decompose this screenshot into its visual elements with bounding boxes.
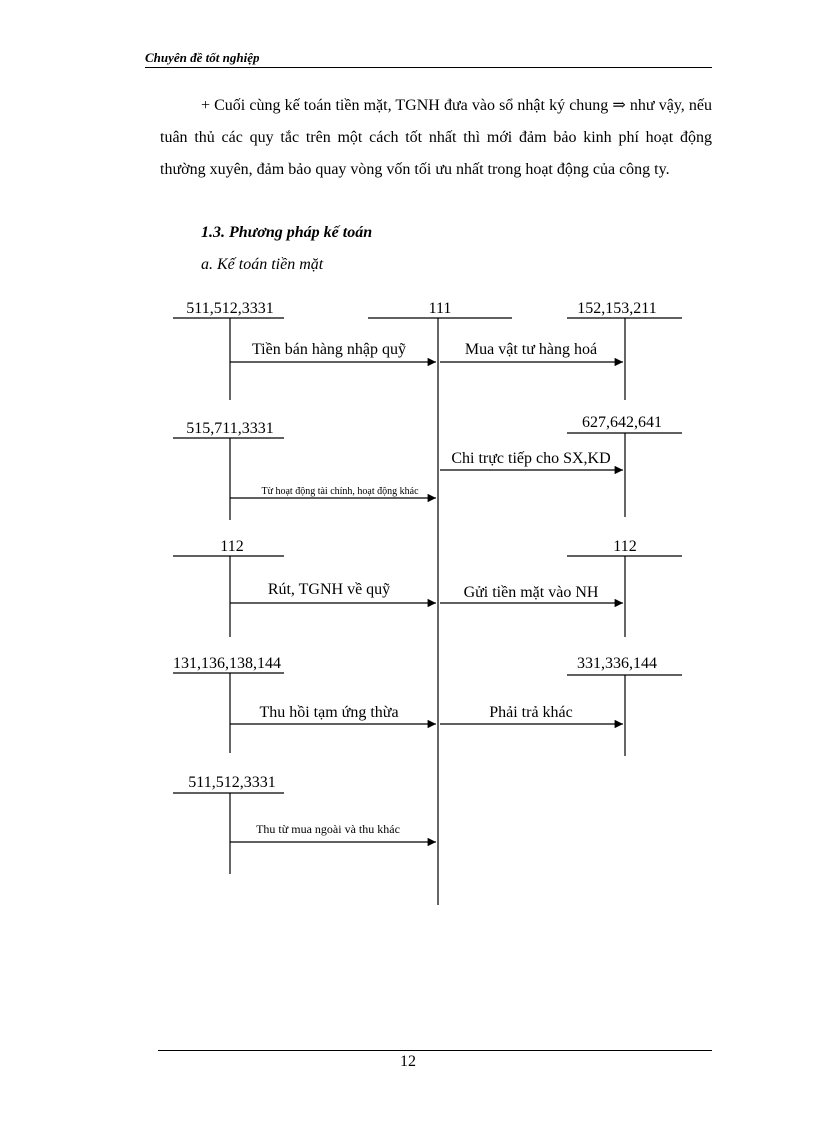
- right-flow-label: Mua vật tư hàng hoá: [465, 341, 597, 358]
- left-flow-label: Rút, TGNH về quỹ: [268, 581, 390, 598]
- right-flow-label: Chi trực tiếp cho SX,KD: [451, 450, 610, 467]
- subsection-heading: a. Kế toán tiền mặt: [201, 256, 324, 273]
- left-flow-label: Thu từ mua ngoài và thu khác: [256, 822, 400, 836]
- left-account-label: 511,512,3331: [188, 774, 275, 791]
- paragraph-text: + Cuối cùng kế toán tiền mặt, TGNH đưa v…: [160, 97, 712, 178]
- left-flow-label: Thu hồi tạm ứng thừa: [259, 704, 398, 721]
- right-flow-label: Gửi tiền mặt vào NH: [464, 584, 599, 601]
- right-account-label: 331,336,144: [577, 655, 657, 672]
- right-flow-label: Phải trả khác: [489, 704, 573, 721]
- footer-rule: [158, 1050, 712, 1051]
- left-account-label: 511,512,3331: [186, 300, 273, 317]
- intro-paragraph: + Cuối cùng kế toán tiền mặt, TGNH đưa v…: [160, 90, 712, 186]
- left-account-label: 131,136,138,144: [173, 655, 281, 672]
- right-account-label: 627,642,641: [582, 414, 662, 431]
- left-account-label: 515,711,3331: [186, 420, 273, 437]
- right-account-label: 152,153,211: [577, 300, 656, 317]
- left-flow-label: Từ hoạt động tài chính, hoạt động khác: [261, 486, 419, 497]
- left-flow-label: Tiền bán hàng nhập quỹ: [252, 341, 406, 358]
- left-account-label: 112: [220, 538, 243, 555]
- page-number: 12: [400, 1053, 416, 1070]
- center-account-label: 111: [429, 300, 452, 317]
- section-heading: 1.3. Phương pháp kế toán: [201, 224, 373, 241]
- header-rule: [145, 67, 712, 68]
- header-title: Chuyên đề tốt nghiệp: [145, 50, 260, 65]
- right-account-label: 112: [613, 538, 636, 555]
